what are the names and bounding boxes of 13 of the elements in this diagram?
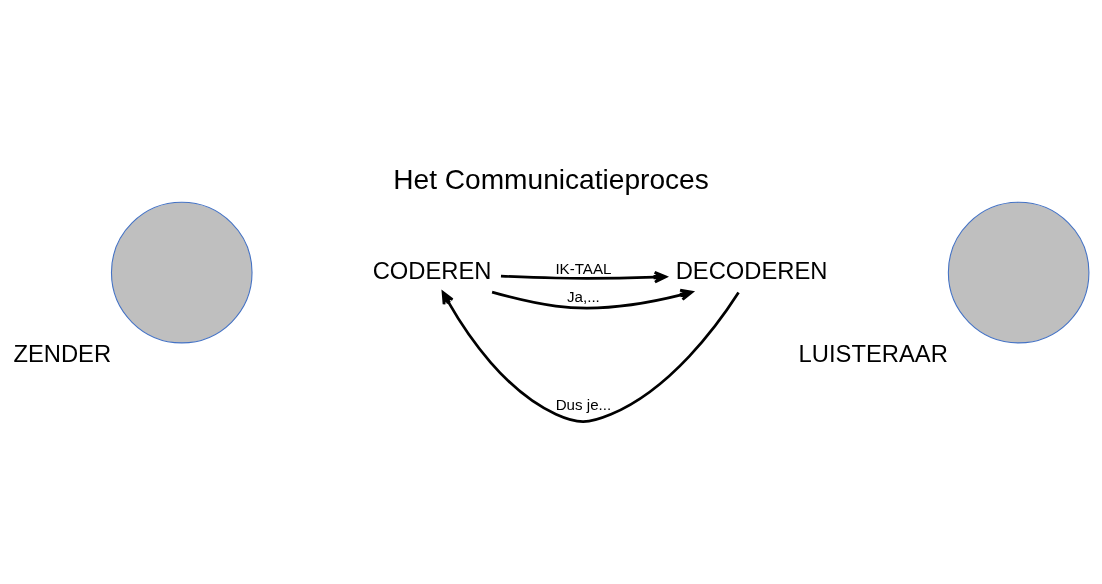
edge-label: Ja,... bbox=[567, 288, 600, 306]
arrow bbox=[491, 288, 694, 310]
arrow bbox=[500, 270, 668, 284]
node-circle bbox=[947, 201, 1090, 344]
node-text: CODEREN bbox=[372, 256, 492, 284]
edge-label: Dus je... bbox=[555, 396, 612, 414]
diagram-title: Het Communicatieproces bbox=[393, 164, 709, 196]
arrow bbox=[441, 291, 740, 423]
node-label: ZENDER bbox=[13, 339, 112, 367]
node-circle bbox=[110, 201, 253, 344]
node-label: LUISTERAAR bbox=[798, 339, 948, 367]
node-text: DECODEREN bbox=[675, 256, 828, 284]
edge-label: IK-TAAL bbox=[555, 259, 612, 277]
